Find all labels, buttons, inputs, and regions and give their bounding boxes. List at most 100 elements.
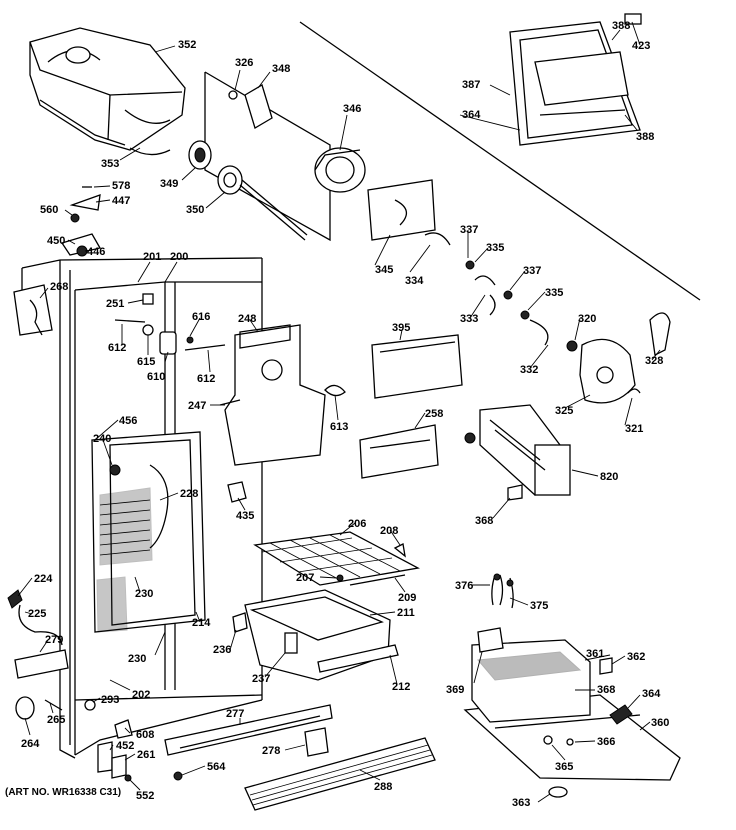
- evaporator-panel: [91, 431, 206, 633]
- part-label-335a: 335: [486, 242, 504, 254]
- motor-bracket-area: [367, 179, 671, 404]
- part-label-207: 207: [296, 572, 314, 584]
- part-label-211: 211: [397, 607, 415, 619]
- part-label-208: 208: [380, 525, 398, 537]
- cam-and-spring-parts: [60, 186, 101, 257]
- part-label-345: 345: [375, 264, 393, 276]
- air-duct-housing: [219, 324, 346, 466]
- part-label-337a: 337: [460, 224, 478, 236]
- part-label-820: 820: [600, 471, 618, 483]
- part-label-325: 325: [555, 405, 573, 417]
- part-label-326: 326: [235, 57, 253, 69]
- part-label-350: 350: [186, 204, 204, 216]
- part-label-268: 268: [50, 281, 68, 293]
- part-label-337b: 337: [523, 265, 541, 277]
- part-label-212: 212: [392, 681, 410, 693]
- part-label-247: 247: [188, 400, 206, 412]
- part-label-423: 423: [632, 40, 650, 52]
- part-label-214: 214: [192, 617, 211, 629]
- part-label-225: 225: [28, 608, 46, 620]
- part-label-360: 360: [651, 717, 669, 729]
- part-label-364a: 364: [462, 109, 481, 121]
- part-label-560: 560: [40, 204, 58, 216]
- part-label-552: 552: [136, 790, 154, 802]
- art-number-caption: (ART NO. WR16338 C31): [5, 787, 121, 798]
- part-label-349: 349: [160, 178, 178, 190]
- part-label-237: 237: [252, 673, 270, 685]
- part-label-248: 248: [238, 313, 256, 325]
- drain-and-rail-parts: [7, 589, 69, 679]
- part-label-447: 447: [112, 195, 130, 207]
- part-label-348: 348: [272, 63, 290, 75]
- icemaker-assembly: [464, 404, 571, 496]
- part-label-230b: 230: [128, 653, 146, 665]
- shelf-clip-part: [393, 543, 406, 558]
- part-label-578: 578: [112, 180, 130, 192]
- part-label-320: 320: [578, 313, 596, 325]
- part-label-206: 206: [348, 518, 366, 530]
- part-label-362: 362: [627, 651, 645, 663]
- part-label-435: 435: [236, 510, 254, 522]
- part-label-200: 200: [170, 251, 188, 263]
- part-label-201: 201: [143, 251, 161, 263]
- part-label-346: 346: [343, 103, 361, 115]
- part-label-368a: 368: [475, 515, 493, 527]
- part-label-333: 333: [460, 313, 478, 325]
- part-label-368b: 368: [597, 684, 615, 696]
- part-label-615a: 615: [137, 356, 155, 368]
- part-label-395: 395: [392, 322, 410, 334]
- part-label-610: 610: [147, 371, 165, 383]
- part-label-265: 265: [47, 714, 65, 726]
- bucket-arm-part: [129, 147, 171, 156]
- part-label-228: 228: [180, 488, 198, 500]
- part-label-230a: 230: [135, 588, 153, 600]
- part-label-202: 202: [132, 689, 150, 701]
- part-label-258: 258: [425, 408, 443, 420]
- part-label-261: 261: [137, 749, 155, 761]
- part-label-364b: 364: [642, 688, 661, 700]
- part-label-352: 352: [178, 39, 196, 51]
- part-label-612b: 612: [197, 373, 215, 385]
- part-label-321: 321: [625, 423, 643, 435]
- shelf-stud-part: [336, 574, 344, 582]
- part-labels: 352 326 348 346 387 388 423 388 364 353 …: [21, 20, 669, 809]
- control-board-part: [359, 334, 463, 479]
- part-label-369: 369: [446, 684, 464, 696]
- auger-motor-area: [188, 71, 366, 242]
- part-label-328: 328: [645, 355, 663, 367]
- part-label-288: 288: [374, 781, 392, 793]
- dispenser-door-part: [509, 13, 642, 146]
- clip-part: [507, 484, 523, 501]
- storage-pan: [232, 589, 399, 681]
- part-label-236: 236: [213, 644, 231, 656]
- part-label-365: 365: [555, 761, 573, 773]
- part-label-332: 332: [520, 364, 538, 376]
- part-label-293: 293: [101, 694, 119, 706]
- part-label-353: 353: [101, 158, 119, 170]
- part-label-264: 264: [21, 738, 40, 750]
- part-label-388a: 388: [612, 20, 630, 32]
- part-label-456: 456: [119, 415, 137, 427]
- bracket-parts: [114, 293, 226, 355]
- part-label-564: 564: [207, 761, 226, 773]
- part-label-612a: 612: [108, 342, 126, 354]
- wire-shelf: [253, 531, 420, 586]
- part-label-613: 613: [330, 421, 348, 433]
- part-label-335b: 335: [545, 287, 563, 299]
- part-label-251: 251: [106, 298, 124, 310]
- latch-part: [227, 481, 247, 503]
- part-label-240: 240: [93, 433, 111, 445]
- part-label-446: 446: [87, 246, 105, 258]
- part-label-209: 209: [398, 592, 416, 604]
- harness-part: [13, 284, 53, 336]
- part-label-363: 363: [512, 797, 530, 809]
- part-label-278: 278: [262, 745, 280, 757]
- part-label-361: 361: [586, 648, 604, 660]
- part-label-224: 224: [34, 573, 53, 585]
- leader-lines: [17, 21, 661, 803]
- part-label-279: 279: [45, 634, 63, 646]
- ice-bucket-part: [29, 27, 186, 151]
- part-label-387: 387: [462, 79, 480, 91]
